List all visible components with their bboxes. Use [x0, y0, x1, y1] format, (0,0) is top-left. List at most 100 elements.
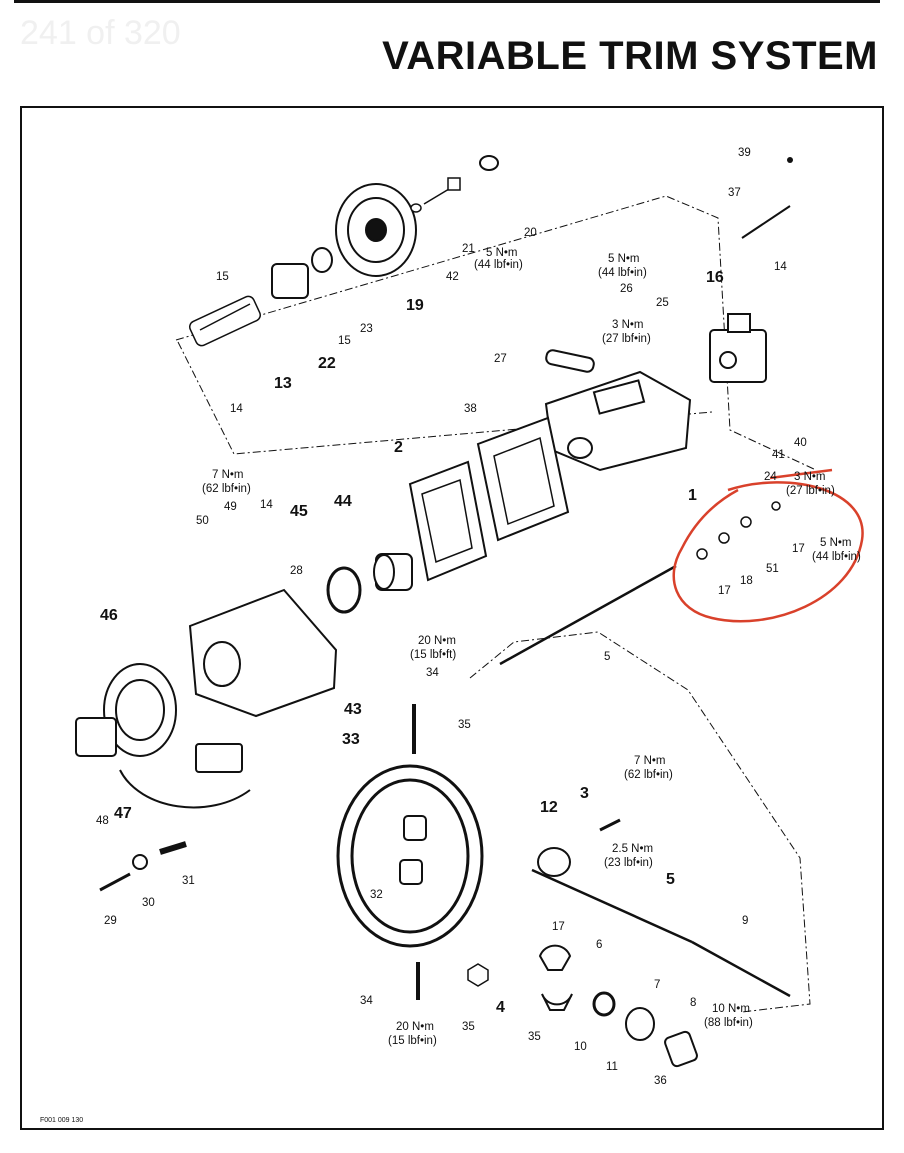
page-indicator: 241 of 320	[20, 14, 181, 52]
label-part-34b: 34	[360, 995, 373, 1007]
label-part-14c: 14	[260, 499, 273, 511]
label-part-45: 45	[290, 503, 308, 520]
label-part-15b: 15	[338, 335, 351, 347]
red-annotation	[672, 468, 864, 623]
label-part-38: 38	[464, 403, 477, 415]
part-47-connector	[195, 743, 243, 773]
part-27-lever	[545, 349, 595, 373]
part-10-seal	[592, 991, 616, 1017]
annotation-circle	[672, 481, 864, 623]
label-part-24: 24	[764, 471, 777, 483]
part-18-washer	[718, 532, 730, 544]
label-part-28: 28	[290, 565, 303, 577]
label-part-2: 2	[394, 439, 403, 456]
label-part-39: 39	[738, 147, 751, 159]
label-part-15a: 15	[216, 271, 229, 283]
torque-12-lbf: (23 lbf•in)	[604, 857, 653, 869]
part-32-bushing	[403, 815, 427, 841]
label-part-32: 32	[370, 889, 383, 901]
torque-49-nm: 7 N•m	[212, 469, 244, 481]
label-part-37: 37	[728, 187, 741, 199]
part-5-cable	[499, 564, 791, 998]
torque-34-lbf: (15 lbf•ft)	[410, 649, 456, 661]
label-part-34a: 34	[426, 667, 439, 679]
part-12-lever	[537, 847, 571, 877]
label-part-48: 48	[96, 815, 109, 827]
torque-24-nm: 3 N•m	[794, 471, 826, 483]
label-part-13: 13	[274, 375, 292, 392]
part-3-screw	[599, 818, 621, 832]
label-part-5a: 5	[604, 651, 610, 663]
label-part-14a: 14	[230, 403, 243, 415]
label-part-49: 49	[224, 501, 237, 513]
label-part-51: 51	[766, 563, 779, 575]
label-part-17a: 17	[792, 543, 805, 555]
label-part-31: 31	[182, 875, 195, 887]
label-part-44: 44	[334, 493, 352, 510]
label-part-23: 23	[360, 323, 373, 335]
label-part-10: 10	[574, 1041, 587, 1053]
torque-49-lbf: (62 lbf•in)	[202, 483, 251, 495]
label-part-19: 19	[406, 297, 424, 314]
label-part-35a: 35	[458, 719, 471, 731]
label-part-46: 46	[100, 607, 118, 624]
label-part-1: 1	[688, 487, 697, 504]
label-part-33: 33	[342, 731, 360, 748]
part-35-clamp-top	[538, 944, 572, 971]
label-part-41: 41	[772, 449, 785, 461]
part-44-bearing	[373, 553, 413, 591]
part-32-bushing-lower	[399, 859, 423, 885]
part-39-fitting	[787, 157, 793, 163]
torque-25-nm: 3 N•m	[612, 319, 644, 331]
part-35-clamp-bottom	[541, 993, 573, 1011]
part-17-nut	[696, 548, 708, 560]
label-part-12: 12	[540, 799, 558, 816]
part-37-rod	[741, 205, 791, 239]
label-part-42: 42	[446, 271, 459, 283]
label-part-26: 26	[620, 283, 633, 295]
torque-8-lbf: (88 lbf•in)	[704, 1017, 753, 1029]
label-part-6: 6	[596, 939, 602, 951]
part-16-valve	[709, 313, 767, 383]
cable-outline	[469, 631, 811, 1013]
part-36-sleeve	[664, 1030, 698, 1068]
part-29-terminal	[99, 872, 131, 892]
torque-21-nm: 5 N•m	[486, 247, 518, 259]
label-part-4: 4	[496, 999, 505, 1016]
part-23-bushing	[311, 247, 333, 273]
label-part-22: 22	[318, 355, 336, 372]
label-part-29: 29	[104, 915, 117, 927]
part-33-ring	[336, 764, 484, 948]
part-46-motor	[75, 663, 177, 757]
label-part-25: 25	[656, 297, 669, 309]
label-part-17c: 17	[552, 921, 565, 933]
part-13-worm	[189, 295, 261, 347]
label-part-50: 50	[196, 515, 209, 527]
top-rule	[14, 0, 880, 3]
label-part-18: 18	[740, 575, 753, 587]
part-4-nut	[467, 963, 489, 987]
page-title: VARIABLE TRIM SYSTEM	[382, 34, 878, 78]
torque-26-nm: 5 N•m	[608, 253, 640, 265]
torque-21-lbf: (44 lbf•in)	[474, 259, 523, 271]
torque-25-lbf: (27 lbf•in)	[602, 333, 651, 345]
label-part-35c: 35	[528, 1031, 541, 1043]
part-51-washer	[740, 516, 752, 528]
label-part-11: 11	[606, 1061, 618, 1073]
part-42-washer	[410, 203, 422, 213]
label-part-8: 8	[690, 997, 696, 1009]
part-2-plate	[408, 460, 488, 582]
part-21-screw	[423, 177, 461, 205]
part-1-pump-body	[544, 370, 692, 472]
wire-harness	[119, 769, 251, 809]
label-part-7: 7	[654, 979, 660, 991]
label-part-30: 30	[142, 897, 155, 909]
part-45-seal	[326, 566, 362, 614]
part-43-bracket	[188, 588, 338, 718]
part-31-sleeve	[159, 841, 187, 855]
part-20-seal	[479, 155, 499, 171]
torque-right-nm: 5 N•m	[820, 537, 852, 549]
label-part-16: 16	[706, 269, 724, 286]
torque-3-nm: 7 N•m	[634, 755, 666, 767]
upper-housing-outline	[175, 195, 817, 471]
